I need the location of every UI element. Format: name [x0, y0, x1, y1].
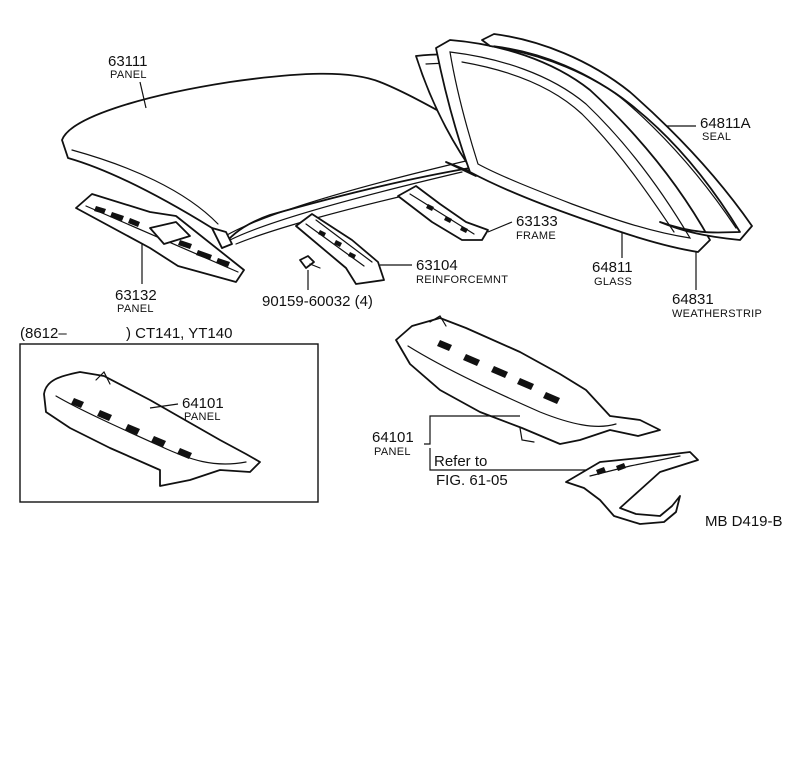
bolt-number: 90159-60032 (4): [262, 293, 373, 310]
roof-panel-number: 63111: [108, 53, 148, 70]
seal-name: SEAL: [702, 131, 731, 143]
reinforcement-drawing: [295, 213, 385, 285]
package-tray-number: 64101: [372, 429, 414, 446]
package-tray-drawing: [395, 315, 661, 445]
front-panel-number: 63132: [115, 287, 157, 304]
package-tray-name: PANEL: [374, 446, 411, 458]
reinforcement-name: REINFORCEMNT: [416, 274, 508, 286]
seal-drawing: [481, 33, 753, 241]
weatherstrip-name: WEATHERSTRIP: [672, 308, 762, 320]
seal-number: 64811A: [700, 115, 751, 132]
glass-number: 64811: [592, 259, 633, 276]
front-panel-drawing: [75, 193, 245, 283]
reference-leader: [429, 448, 600, 471]
roof-panel-leader: [139, 81, 147, 109]
reinforcement-number: 63104: [416, 257, 458, 274]
bolt-drawing: [299, 255, 321, 269]
glass-name: GLASS: [594, 276, 632, 288]
package-tray-variant-name: PANEL: [184, 411, 221, 423]
front-panel-name: PANEL: [117, 303, 154, 315]
package-tray-variant-number: 64101: [182, 395, 224, 412]
variant-box-label-suffix: ) CT141, YT140: [126, 325, 232, 342]
diagram-code: MB D419-B: [705, 513, 783, 530]
roof-panel-name: PANEL: [110, 69, 147, 81]
weatherstrip-drawing: [435, 39, 711, 253]
variant-box-label-prefix: (8612–: [20, 325, 67, 342]
reference-line2: FIG. 61-05: [436, 472, 508, 489]
referenced-part-drawing: [565, 451, 699, 525]
variant-box-frame: [19, 343, 319, 503]
weatherstrip-number: 64831: [672, 291, 714, 308]
frame-number: 63133: [516, 213, 558, 230]
frame-drawing: [397, 185, 489, 241]
reference-line1: Refer to: [434, 453, 487, 470]
package-tray-leader: [424, 415, 520, 445]
frame-leader: [487, 221, 513, 233]
frame-name: FRAME: [516, 230, 556, 242]
package-tray-variant-drawing: [43, 370, 261, 487]
package-tray-variant-leader: [149, 403, 179, 409]
